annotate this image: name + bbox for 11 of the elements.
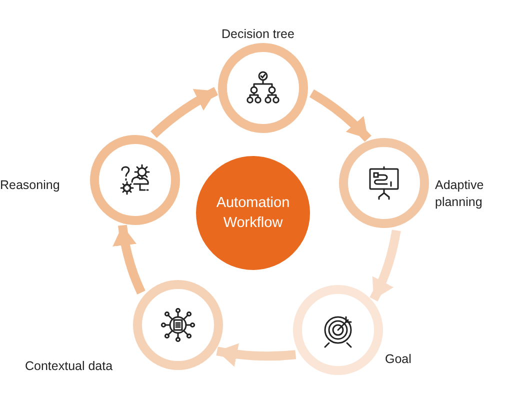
curved-arrow — [150, 87, 218, 138]
curved-arrow — [216, 342, 296, 367]
step-label: Reasoning — [0, 177, 61, 194]
step-label: Contextual data — [25, 358, 114, 375]
step-label: Goal — [385, 351, 412, 368]
step-label: Decision tree — [220, 26, 296, 43]
step-label: Adaptive planning — [435, 177, 485, 211]
curved-arrow — [112, 224, 146, 294]
center-title: Automation Workflow — [215, 194, 291, 233]
curved-arrow — [309, 89, 372, 142]
curved-arrow — [370, 230, 401, 302]
